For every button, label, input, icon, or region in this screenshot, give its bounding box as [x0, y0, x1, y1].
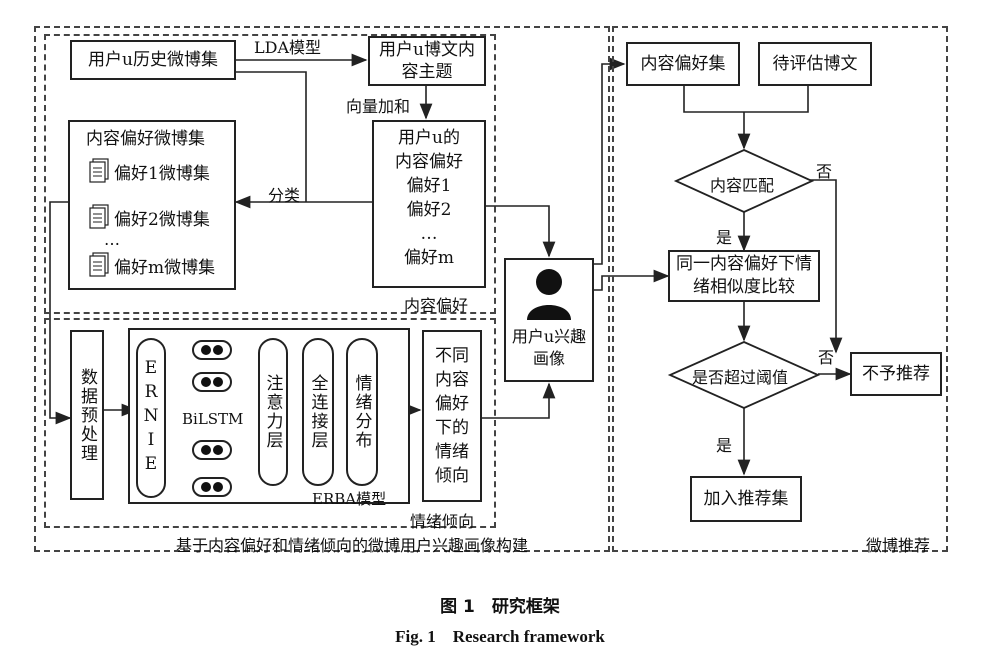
content-match-diamond — [673, 149, 815, 213]
yes-label-2: 是 — [716, 436, 733, 455]
eval-posts-box: 待评估博文 — [758, 42, 872, 86]
bilstm-label: BiLSTM — [182, 410, 244, 428]
yes-label-1: 是 — [716, 228, 733, 247]
similarity-box: 同一内容偏好下情绪相似度比较 — [668, 250, 820, 302]
preference-collection-box: 内容偏好集 — [626, 42, 740, 86]
bilstm-cell — [192, 440, 232, 460]
group-content-preference — [44, 34, 496, 314]
group-weibo-recommendation — [612, 26, 948, 552]
emotion-tendency-label: 情绪倾向 — [410, 512, 475, 531]
pref-item-ellipsis: … — [104, 230, 120, 249]
history-posts-box: 用户u历史微博集 — [70, 40, 236, 80]
fully-connected-layer: 全连接层 — [302, 338, 334, 486]
user-pref-line: 内容偏好 — [395, 152, 463, 172]
topic-box: 用户u博文内容主题 — [368, 36, 486, 86]
user-pref-line: 偏好m — [403, 248, 455, 268]
erba-label: ERBA模型 — [312, 490, 387, 508]
no-label-2: 否 — [818, 348, 835, 367]
user-preference-box — [372, 120, 486, 288]
user-preference-list: 用户u的 内容偏好 偏好1 偏好2 … 偏好m — [372, 126, 486, 270]
document-stack-icon — [89, 252, 109, 277]
emotion-tendency-box: 不同内容偏好下的情绪倾向 — [422, 330, 482, 502]
threshold-diamond — [667, 341, 821, 409]
bilstm-cell — [192, 372, 232, 392]
preprocess-box: 数据预处理 — [70, 330, 104, 500]
pref-item-2: 偏好2微博集 — [88, 204, 210, 230]
bilstm-cell — [192, 477, 232, 497]
no-label-1: 否 — [816, 162, 833, 181]
content-preference-label: 内容偏好 — [404, 296, 469, 315]
figure-caption-en: Fig. 1 Research framework — [395, 627, 605, 646]
pref-item-1: 偏好1微博集 — [88, 158, 210, 184]
user-pref-line: 用户u的 — [398, 128, 460, 148]
bilstm-cell — [192, 340, 232, 360]
user-portrait-label: 用户u兴趣画像 — [511, 327, 587, 368]
document-stack-icon — [89, 204, 109, 229]
user-pref-line: 偏好1 — [406, 176, 452, 196]
portrait-construction-label: 基于内容偏好和情绪倾向的微博用户兴趣画像构建 — [176, 536, 529, 555]
attention-layer: 注意力层 — [258, 338, 288, 486]
ernie-layer: ERNIE — [136, 338, 166, 498]
lda-label: LDA模型 — [254, 38, 322, 57]
threshold-label: 是否超过阈值 — [692, 368, 789, 387]
user-pref-line: 偏好2 — [406, 200, 452, 220]
pref-item-m: 偏好m微博集 — [88, 252, 215, 278]
add-recommend-set-box: 加入推荐集 — [690, 476, 802, 522]
user-pref-line: … — [420, 224, 438, 244]
vector-sum-label: 向量加和 — [346, 97, 411, 116]
preference-set-title: 内容偏好微博集 — [86, 129, 205, 149]
emotion-distribution-layer: 情绪分布 — [346, 338, 378, 486]
figure-caption-cn: 图 1 研究框架 — [440, 597, 560, 617]
content-match-label: 内容匹配 — [710, 176, 775, 195]
group-emotion-tendency — [44, 318, 496, 528]
user-silhouette-icon — [527, 269, 571, 320]
group-portrait-construction — [34, 26, 610, 552]
weibo-recommendation-label: 微博推荐 — [866, 536, 931, 555]
classify-label: 分类 — [268, 186, 301, 205]
document-stack-icon — [89, 158, 109, 183]
not-recommend-box: 不予推荐 — [850, 352, 942, 396]
